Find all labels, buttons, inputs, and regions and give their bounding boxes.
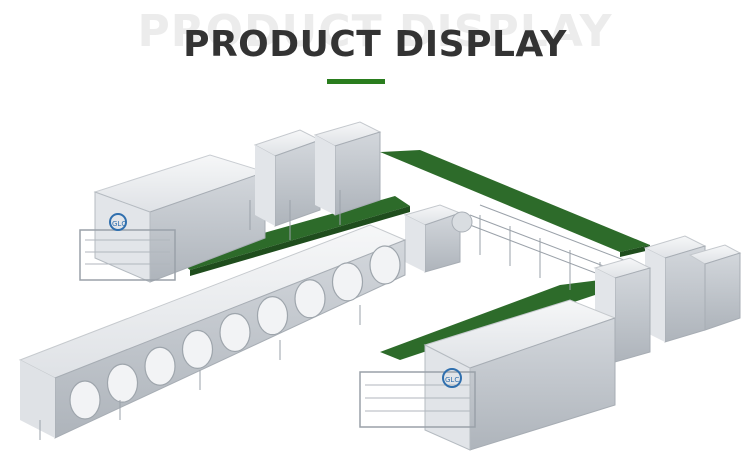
cooling-fan	[256, 296, 289, 336]
cooling-fan	[181, 329, 214, 369]
production-line-illustration: GLC	[18, 121, 742, 451]
cooling-fan	[294, 279, 326, 319]
center-unit	[403, 204, 473, 273]
cooling-fan	[331, 262, 364, 302]
cooling-fan	[219, 312, 251, 353]
cooling-tunnel-with-fans	[18, 224, 407, 440]
cooling-fan	[369, 245, 401, 285]
left-main-machine: GLC	[79, 154, 267, 283]
top-tower-machines	[249, 121, 382, 240]
main-conveyor	[175, 150, 650, 360]
right-machine-logo: GLC	[445, 376, 459, 384]
background-title-watermark: PRODUCT DISPLAY	[137, 6, 613, 57]
cooling-fan	[144, 346, 176, 386]
page-header: PRODUCT DISPLAY PRODUCT DISPLAY	[0, 0, 750, 100]
cooling-fan	[69, 380, 101, 420]
cooling-fan	[106, 363, 139, 403]
title-underline	[327, 79, 385, 84]
right-main-machine: GLC	[359, 299, 617, 451]
left-machine-logo: GLC	[112, 220, 126, 228]
page-title: PRODUCT DISPLAY	[183, 24, 567, 65]
right-tower-machines	[593, 235, 742, 363]
